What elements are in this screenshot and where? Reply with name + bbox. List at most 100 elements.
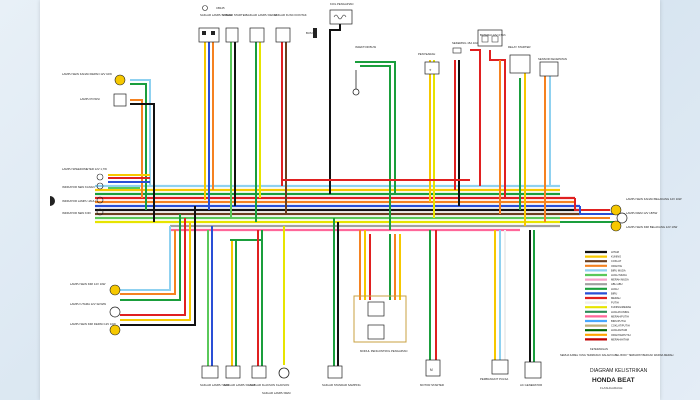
lamp-rem <box>616 212 628 224</box>
legend-label: MERAH <box>611 296 620 300</box>
diagram-title-line3: FLASHGARAGE <box>600 386 623 390</box>
lamp-sein-kiri <box>109 284 121 296</box>
legend-label: HITAM <box>611 250 619 254</box>
label-saklar-lampu-utama: SAKLAR LAMPU UTAMA <box>200 13 232 17</box>
label-relay: RELAY STARTER <box>508 45 531 49</box>
label-penyearah: PENYEARAH <box>418 52 435 56</box>
legend-label: ORANYE <box>611 264 622 268</box>
legend-label: ORANYE/PUTIH <box>611 333 631 337</box>
ignition-module <box>353 295 407 343</box>
label-motor-starter: MOTOR STARTER <box>420 383 444 387</box>
switch-klakson <box>251 365 267 379</box>
legend-label: BIRU MUDA <box>611 268 626 272</box>
legend-label: HIJAU MUDA <box>611 273 627 277</box>
headlight-symbol <box>50 196 55 206</box>
label-saklar-kunci-kontak: SAKLAR KUNCI KONTAK <box>274 13 307 17</box>
label-sensor: SENSOR KECEPATAN <box>538 57 567 61</box>
label-saklar-lampu-sein: SAKLAR LAMPU SEIN <box>200 383 229 387</box>
legend-label: COKLAT <box>611 259 622 263</box>
switch-lampu-sein <box>201 365 219 379</box>
label-baterai: BATERAI 12V 3,5Ah <box>480 33 506 37</box>
label-lampu-sein-kiri: LAMPU SEIN KIRI 12V 10W <box>70 282 106 286</box>
switch-standar <box>327 365 343 379</box>
diagram-title-line2: HONDA BEAT <box>592 377 635 384</box>
label-lampu-sein-kanan-bel: LAMPU SEIN KANAN BELAKANG 12V 10W <box>626 197 682 201</box>
label-ac-generator: AC GENERATOR <box>520 383 542 387</box>
legend-label: BIRU <box>611 291 617 295</box>
legend-label: PUTIH <box>611 301 619 305</box>
legend-label: HIJAU <box>611 287 619 291</box>
diagram-title-line1: DIAGRAM KELISTRIKAN <box>590 368 648 374</box>
label-saklar-standar: SAKLAR STANDAR SAMPING <box>322 383 361 387</box>
switch-lampu-utama: CB125 <box>198 5 225 43</box>
left-lamp-wires <box>108 79 196 326</box>
label-saklar-klakson: SAKLAR KLAKSON <box>250 383 275 387</box>
label-lampu-sein-kanan: LAMPU SEIN KANAN DEPAN 12V 10W <box>62 72 112 76</box>
label-klakson: KLAKSON <box>276 383 289 387</box>
label-saklar-lampu-dekat-bottom: SAKLAR LAMPU DEKAT <box>224 383 256 387</box>
legend-note: SEMUA KABEL YANG TERMASUK DALAM KABEL BO… <box>560 353 673 357</box>
legend-label: ABU-ABU <box>611 282 623 286</box>
legend-label: MERAH MUDA <box>611 278 629 282</box>
legend-label: KUNING <box>611 255 621 259</box>
top-right-wires <box>282 49 551 230</box>
label-lampu-speedometer: LAMPU SPEEDOMETER 12V 1,7W <box>62 167 107 171</box>
injector-icon <box>352 70 360 96</box>
label-pembangkit-pulsa: PEMBANGKIT PULSA <box>480 377 508 381</box>
label-lampu-rem: LAMPU REM 12V 18/5W <box>626 211 658 215</box>
svg-text:M: M <box>430 368 433 372</box>
legend-title: KETERANGAN <box>590 347 608 351</box>
label-injektor: INJEKTOR BUSI <box>355 45 376 49</box>
switch-lampu-dekat-top <box>249 27 265 43</box>
pulse-generator <box>491 359 509 375</box>
label-indikator-lampu-jauh: INDIKATOR LAMPU JAUH <box>62 199 95 203</box>
svg-text:✳: ✳ <box>429 68 432 72</box>
right-lamp-wires <box>560 198 615 223</box>
label-busi: BUSI <box>306 31 313 35</box>
rectifier-box: ✳ <box>424 61 440 75</box>
label-lampu-sein-kiri-bel: LAMPU SEIN KIRI BELAKANG 12V 10W <box>626 225 678 229</box>
spark-plug-icon <box>313 28 317 38</box>
logo-text: CB125 <box>216 6 225 10</box>
legend-label: COKLAT/PUTIH <box>611 324 630 328</box>
switch-kunci-kontak <box>275 27 291 43</box>
coil-pengapian <box>329 9 353 25</box>
legend-label: HIJAU/KUNING <box>611 310 629 314</box>
switch-lampu-dekat-bottom <box>225 365 241 379</box>
legend-label: HIJAU/HITAM <box>611 328 627 332</box>
label-saklar-lampu-rem: SAKLAR LAMPU REM <box>262 391 291 395</box>
lamp-sein-kiri-depan <box>109 324 121 336</box>
lamp-sein-kiri-belakang <box>610 220 622 232</box>
lamp-utama <box>109 306 121 318</box>
bottom-wires <box>207 218 535 368</box>
horn-icon <box>278 367 290 379</box>
battery-box <box>477 29 503 47</box>
legend-label: MERAH/HITAM <box>611 337 629 341</box>
switch-starter <box>225 27 239 43</box>
starter-motor: M <box>425 359 441 377</box>
speed-sensor-box <box>539 61 559 77</box>
label-lampu-utama: LAMPU UTAMA 12V 32/32W <box>70 302 106 306</box>
label-saklar-starter: SAKLAR STARTER <box>222 13 247 17</box>
label-koil: KOIL PENGAPIAN <box>330 2 353 6</box>
label-saklar-lampu-dekat-top: SAKLAR LAMPU DEKAT <box>246 13 278 17</box>
lamp-speedometer <box>96 173 104 216</box>
legend-label: MERAH/PUTIH <box>611 314 629 318</box>
label-sekering: SEKERING 15A 10A <box>452 41 478 45</box>
top-switch-wires <box>204 20 341 222</box>
ac-generator <box>524 361 542 379</box>
lamp-sein-kanan-belakang <box>610 204 622 216</box>
fuse-icon <box>452 47 462 54</box>
legend-label: KUNING/MERAH <box>611 305 631 309</box>
relay-starter-box <box>509 54 531 74</box>
legend-label: BIRU/PUTIH <box>611 319 626 323</box>
lamp-sein-kanan-depan <box>114 74 126 86</box>
label-indikator-sein-kiri: INDIKATOR SEIN KIRI <box>62 211 91 215</box>
label-indikator-sein-kanan: INDIKATOR SEIN KANAN <box>62 185 95 189</box>
label-lampu-sein-kiri-depan: LAMPU SEIN KIRI DEPAN 12V 10W <box>70 322 116 326</box>
lamp-posisi <box>113 93 127 107</box>
label-modul: MODUL PENGONTROL PENGAPIAN <box>360 349 407 353</box>
